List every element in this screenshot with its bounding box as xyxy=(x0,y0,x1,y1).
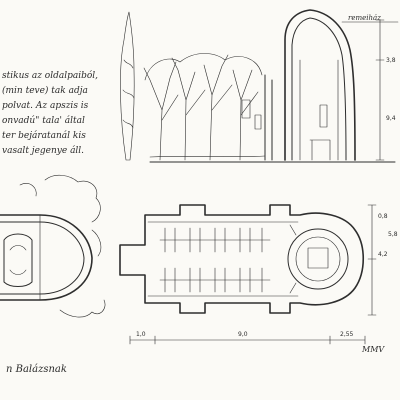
plan-horizontal-dimension xyxy=(129,335,366,345)
apse-silhouette xyxy=(284,9,356,161)
note-line-6: vasalt jegenye áll. xyxy=(2,145,84,156)
floor-plan: 0,8 4,2 5,8 1,0 9,0 2,55 xyxy=(0,174,398,345)
plan-left-structure xyxy=(0,174,106,318)
apse-plan xyxy=(287,224,349,294)
ornament-panel xyxy=(3,233,33,287)
pew-rows xyxy=(159,227,271,293)
dedication-signature: n Balázsnak xyxy=(6,364,67,375)
top-label: remeiház xyxy=(348,14,381,22)
note-line-3: polvat. Az apszis is xyxy=(2,101,89,111)
dim-v2: 4,2 xyxy=(378,251,388,258)
apse-window xyxy=(319,104,328,128)
note-line-5: ter bejáratanál kis xyxy=(2,130,86,141)
dim-v4: 0,8 xyxy=(378,213,388,220)
bare-trees xyxy=(143,53,263,161)
nave-outline xyxy=(119,204,364,314)
note-line-1: stikus az oldalpaiból, xyxy=(2,70,98,81)
dim-v1: 3,8 xyxy=(386,57,396,64)
dim-d1: 1,0 xyxy=(136,331,146,338)
cypress-tree xyxy=(120,11,135,161)
dim-v3: 5,8 xyxy=(388,231,398,238)
handwritten-notes: stikus az oldalpaiból, (min teve) tak ad… xyxy=(2,70,98,156)
note-line-2: (min teve) tak adja xyxy=(2,85,88,96)
shrubbery xyxy=(44,174,106,318)
sketch-initials: MMV xyxy=(361,345,385,354)
nave-window xyxy=(241,99,251,119)
elevation-dimension-line xyxy=(375,19,385,161)
elevation-sketch: 3,8 9,4 remeiház xyxy=(120,9,399,163)
note-line-4: onvadú" tala' által xyxy=(2,115,85,126)
dim-v5: 9,4 xyxy=(386,115,396,122)
plan-vertical-dimension xyxy=(367,204,377,316)
dim-d2: 9,0 xyxy=(238,331,248,338)
nave-wall xyxy=(264,74,273,161)
dim-d3: 2,55 xyxy=(340,331,354,338)
